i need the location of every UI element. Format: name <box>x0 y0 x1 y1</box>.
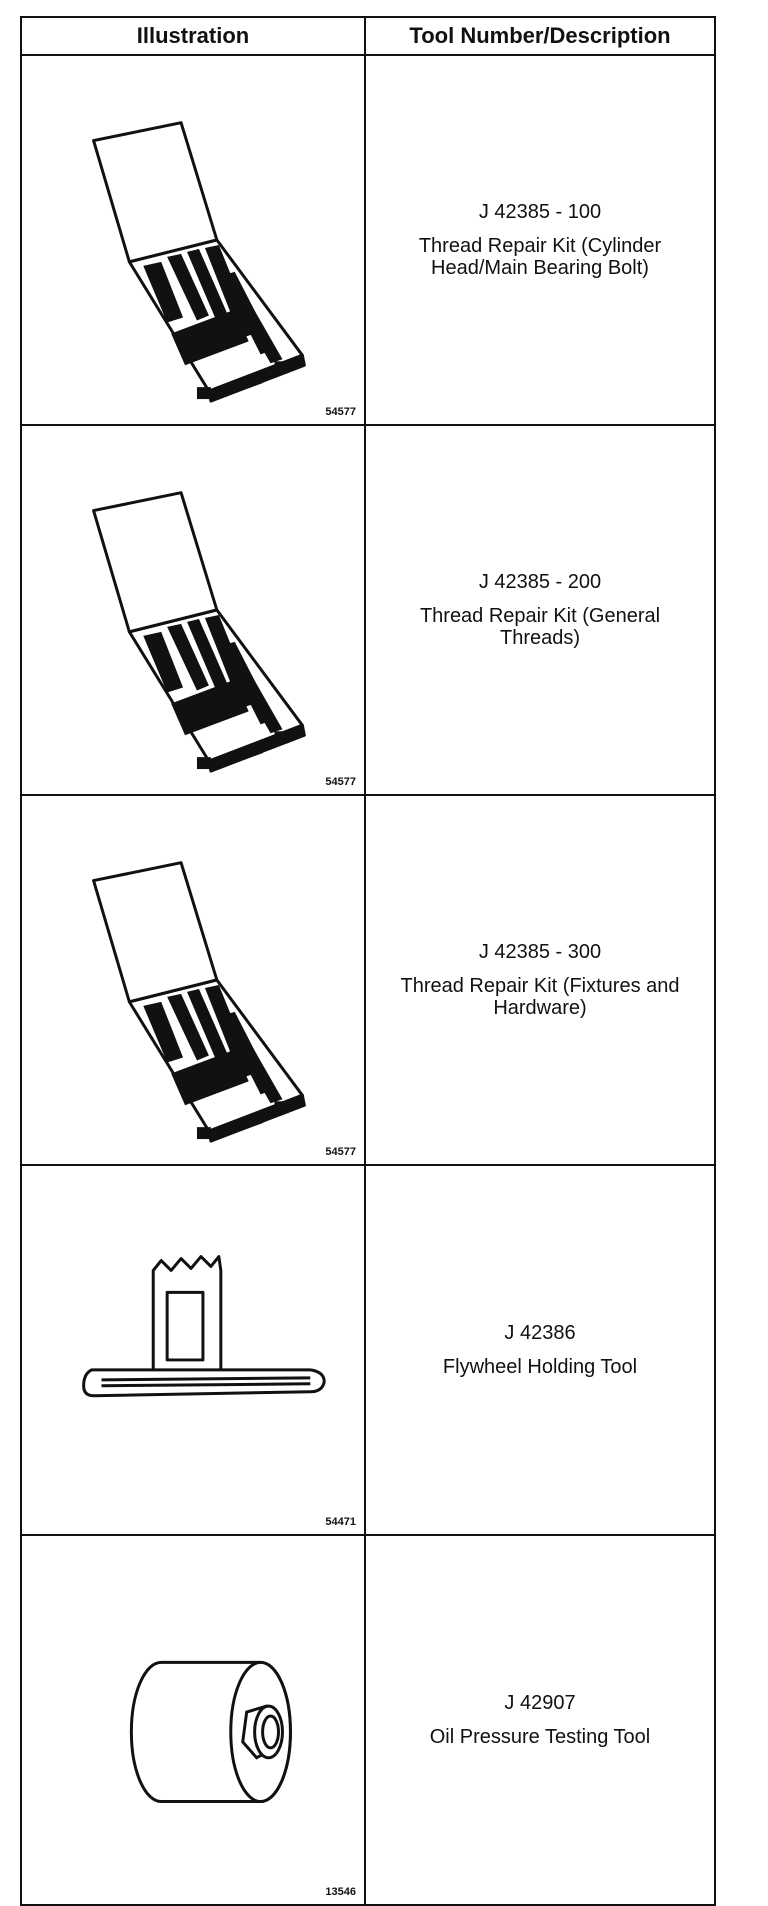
description-cell: J 42385 - 100 Thread Repair Kit (Cylinde… <box>364 54 716 426</box>
tool-description: Flywheel Holding Tool <box>442 1356 638 1378</box>
tool-description: Oil Pressure Testing Tool <box>429 1726 651 1748</box>
description-cell: J 42385 - 200 Thread Repair Kit (General… <box>364 424 716 796</box>
header-illustration: Illustration <box>20 16 366 56</box>
table-header-row: Illustration Tool Number/Description <box>20 16 716 56</box>
illustration-cell: 54577 <box>20 794 366 1166</box>
illustration-cell: 54577 <box>20 54 366 426</box>
description-cell: J 42386 Flywheel Holding Tool <box>364 1164 716 1536</box>
illustration-cell: 54471 <box>20 1164 366 1536</box>
thread-repair-kit-icon <box>92 121 306 403</box>
description-cell: J 42385 - 300 Thread Repair Kit (Fixture… <box>364 794 716 1166</box>
thread-repair-kit-icon <box>92 861 306 1143</box>
table-row: 54577 J 42385 - 300 Thread Repair Kit (F… <box>20 794 716 1166</box>
image-number: 54471 <box>325 1516 356 1528</box>
tool-number: J 42385 - 100 <box>478 201 602 223</box>
special-tools-table: Illustration Tool Number/Description <box>20 16 716 1906</box>
image-number: 54577 <box>325 406 356 418</box>
tool-number: J 42385 - 200 <box>478 571 602 593</box>
tool-number: J 42385 - 300 <box>478 941 602 963</box>
table-row: 54577 J 42385 - 100 Thread Repair Kit (C… <box>20 54 716 426</box>
description-cell: J 42907 Oil Pressure Testing Tool <box>364 1534 716 1906</box>
tool-description: Thread Repair Kit (General Threads) <box>419 605 661 649</box>
image-number: 54577 <box>325 776 356 788</box>
oil-pressure-testing-tool-icon <box>129 1660 292 1804</box>
illustration-cell: 54577 <box>20 424 366 796</box>
illustration-cell: 13546 <box>20 1534 366 1906</box>
table-row: 54577 J 42385 - 200 Thread Repair Kit (G… <box>20 424 716 796</box>
tool-number: J 42907 <box>504 1692 576 1714</box>
table-row: 13546 J 42907 Oil Pressure Testing Tool <box>20 1534 716 1906</box>
tool-description: Thread Repair Kit (Cylinder Head/Main Be… <box>418 235 662 279</box>
table-row: 54471 J 42386 Flywheel Holding Tool <box>20 1164 716 1536</box>
image-number: 13546 <box>325 1886 356 1898</box>
tool-description: Thread Repair Kit (Fixtures and Hardware… <box>400 975 680 1019</box>
header-tool: Tool Number/Description <box>364 16 716 56</box>
flywheel-holding-tool-icon <box>82 1255 326 1398</box>
image-number: 54577 <box>325 1146 356 1158</box>
thread-repair-kit-icon <box>92 491 306 773</box>
tool-number: J 42386 <box>504 1322 576 1344</box>
